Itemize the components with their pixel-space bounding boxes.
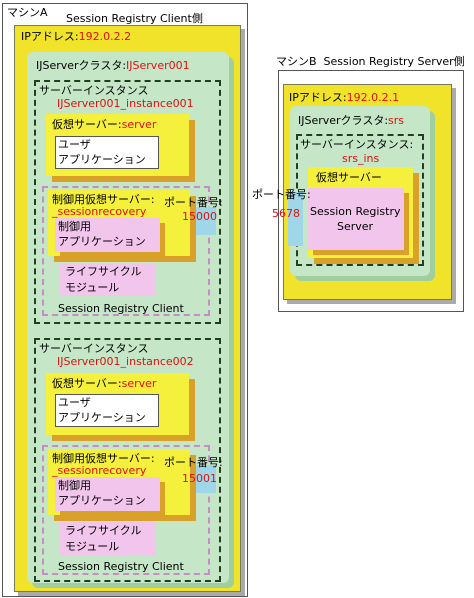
lifecycle-module-1-line2: モジュール [65,281,120,294]
control-application-1 [55,218,160,252]
session-registry-client-2-label: Session Registry Client [58,560,184,573]
lifecycle-module-2 [60,522,156,555]
port-1 [196,207,216,235]
session-registry-server-line1: Session Registry [310,205,401,218]
server-instance-2-name: IJServer001_instance002 [57,355,194,368]
session-registry-server-line2: Server [337,220,374,233]
user-application-1-line2: アプリケーション [58,153,146,166]
port-1-value: 15000 [182,210,217,223]
control-application-2 [55,477,160,511]
machine-a-title: マシンA [7,6,48,19]
virtual-server-2-label: 仮想サーバー:server [52,377,157,390]
session-registry-server [308,188,404,250]
control-virtual-server-1-box [42,186,210,316]
server-instance-1 [34,80,221,324]
virtual-server-1-value: server [121,118,157,131]
server-instance-1-name: IJServer001_instance001 [57,97,194,110]
control-virtual-server-2-label: 制御用仮想サーバー: [52,452,155,465]
machine-a-cluster-value: IJServer001 [126,59,190,72]
user-application-1-line1: ユーザ [58,138,91,151]
machine-b-ip-value: 192.0.2.1 [346,91,400,104]
control-virtual-server-1-value: _sessionrecovery [52,205,147,218]
machine-b-subtitle: Session Registry Server側 [323,55,465,68]
machine-b-ip-label: IPアドレス:192.0.2.1 [289,91,400,104]
user-application-1 [55,136,159,169]
control-application-2-line1: 制御用 [58,479,91,492]
machine-b-port-label: ポート番号: [252,188,311,201]
control-application-2-line2: アプリケーション [58,494,146,507]
control-virtual-server-2-box [42,445,210,575]
port-2-value: 15001 [182,472,217,485]
server-instance-2-label: サーバーインスタンス [39,342,149,355]
lifecycle-module-1 [60,263,156,296]
virtual-server-1-label: 仮想サーバー:server [52,118,157,131]
machine-b-port-value: 5678 [272,207,300,220]
port-2 [196,465,216,493]
port-1-label: ポート番号: [164,196,223,209]
lifecycle-module-2-line2: モジュール [65,540,120,553]
server-instance-2 [34,338,221,582]
lifecycle-module-1-line1: ライフサイクル [65,265,142,278]
lifecycle-module-2-line1: ライフサイクル [65,524,142,537]
control-application-1-line1: 制御用 [58,220,91,233]
machine-a-cluster-label: IJServerクラスタ:IJServer001 [36,59,190,72]
user-application-2-line2: アプリケーション [58,411,146,424]
machine-b-cluster-value: srs [388,114,405,127]
user-application-2 [55,394,159,427]
machine-b-port [288,192,303,246]
machine-a-ip-value: 192.0.2.2 [78,30,132,43]
machine-a-ip-label: IPアドレス:192.0.2.2 [21,30,132,43]
port-2-label: ポート番号: [164,456,223,469]
machine-b-instance-name: srs_ins [342,152,380,165]
virtual-server-2-value: server [121,377,157,390]
server-instance-1-label: サーバーインスタンス [39,84,149,97]
machine-b-cluster-label: IJServerクラスタ:srs [298,114,405,127]
machine-b-virtual-server-label: 仮想サーバー [316,171,382,184]
control-virtual-server-2-value: _sessionrecovery [52,464,147,477]
user-application-2-line1: ユーザ [58,396,91,409]
machine-a-subtitle: Session Registry Client側 [66,12,203,25]
machine-b-title: マシンB Session Registry Server側 [276,55,465,68]
control-virtual-server-1-label: 制御用仮想サーバー: [52,193,155,206]
control-application-1-line2: アプリケーション [58,235,146,248]
session-registry-client-1-label: Session Registry Client [58,302,184,315]
machine-b-instance-label: サーバーインスタンス: [300,138,414,151]
